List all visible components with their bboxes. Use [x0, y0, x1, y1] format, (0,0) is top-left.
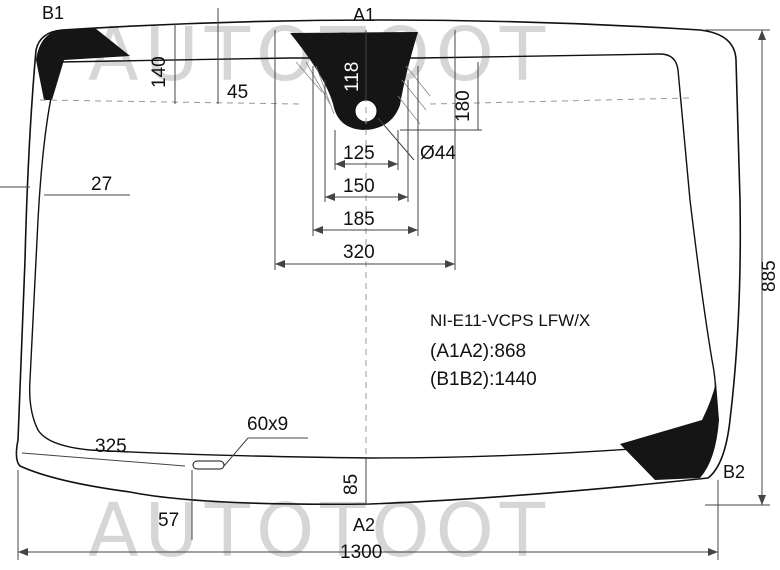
label-a1: A1 [353, 5, 375, 25]
dim-57: 57 [158, 510, 179, 531]
dimension-lines [0, 8, 770, 560]
dim-85: 85 [341, 474, 362, 495]
dim-125: 125 [343, 143, 375, 164]
dim-180: 180 [453, 90, 474, 122]
dim-320: 320 [343, 242, 375, 263]
label-b2: B2 [723, 462, 745, 482]
model-code: NI-E11-VCPS LFW/X [430, 311, 590, 330]
watermark-bottom: AUTOTOOT [88, 488, 551, 570]
dim-1300: 1300 [340, 542, 382, 563]
a1a2-length: (A1A2):868 [430, 341, 526, 362]
label-a2: A2 [353, 515, 375, 535]
dim-140: 140 [149, 56, 170, 88]
dim-45: 45 [227, 82, 248, 103]
dim-60x9: 60x9 [247, 414, 288, 435]
dim-118: 118 [342, 62, 363, 92]
frit-sensor-area [290, 32, 418, 130]
label-b1: B1 [42, 3, 64, 23]
dim-d44: Ø44 [420, 143, 456, 164]
arrowheads [18, 30, 766, 556]
glass-outer-outline [15, 19, 742, 506]
dim-885: 885 [759, 260, 780, 292]
dashed-lines [39, 30, 691, 505]
dim-185: 185 [343, 209, 375, 230]
dim-150: 150 [343, 176, 375, 197]
glass-inner-outline [28, 53, 717, 459]
dim-27: 27 [91, 174, 112, 195]
b1b2-length: (B1B2):1440 [430, 369, 537, 390]
frit-bottom-right [620, 382, 719, 480]
frit-top-left [36, 28, 130, 100]
slot-60x9 [192, 460, 225, 470]
dim-325: 325 [95, 436, 127, 457]
